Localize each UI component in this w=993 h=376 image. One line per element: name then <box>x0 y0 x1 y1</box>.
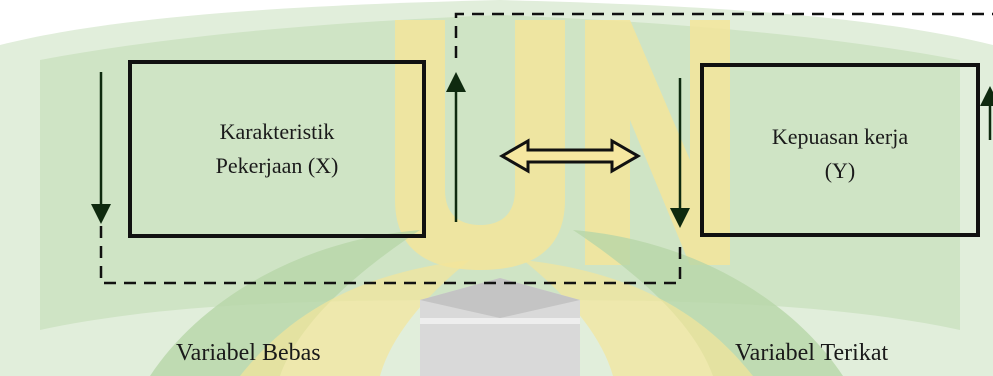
box-x-label: Karakteristik Pekerjaan (X) <box>215 119 339 178</box>
double-arrow-icon <box>498 138 642 174</box>
label-variabel-terikat: Variabel Terikat <box>735 340 889 366</box>
label-variabel-bebas: Variabel Bebas <box>176 340 321 366</box>
dashed-bottom-connector <box>99 226 682 285</box>
box-y-label: Kepuasan kerja (Y) <box>771 124 909 183</box>
dashed-top-connector <box>454 12 993 58</box>
box-y-border <box>700 63 980 237</box>
box-x-border <box>128 60 426 238</box>
